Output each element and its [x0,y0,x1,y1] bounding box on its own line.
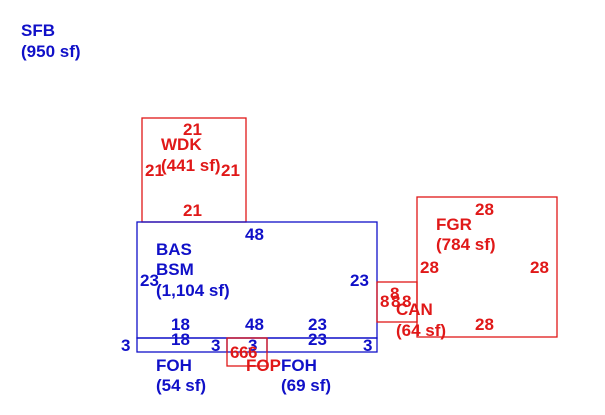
can-dim-right: 8 [402,292,411,311]
bas-dim-bottom-left: 18 [171,315,190,334]
fop-code: FOP [246,356,281,375]
fgr-area: (784 sf) [436,235,496,254]
fgr-dim-bottom: 28 [475,315,494,334]
fgr-dim-top: 28 [475,200,494,219]
can-dim-top: 8 [390,284,399,303]
wdk-area: (441 sf) [161,156,221,175]
bas-area: (1,104 sf) [156,281,230,300]
fgr-code: FGR [436,215,472,234]
wdk-code: WDK [161,135,202,154]
sfb-code: SFB [21,21,55,40]
bas-dim-top: 48 [245,225,264,244]
foh-left-dim-right: 3 [211,336,220,355]
bas-dim-left: 23 [140,271,159,290]
fop-outline [226,337,268,367]
fop-dim-3: 6 [248,343,257,362]
can-dim-mid: 8 [391,292,400,311]
wdk-dim-bottom: 21 [183,201,202,220]
bas-dim-bottom-right: 23 [308,315,327,334]
bas-dim-right: 23 [350,271,369,290]
can-code: CAN [396,300,433,319]
can-dim-left: 8 [380,292,389,311]
can-area: (64 sf) [396,321,446,340]
foh-left-code: FOH [156,356,192,375]
foh-left-dim-top: 18 [171,330,190,349]
foh-right-dim-right: 3 [363,336,372,355]
fgr-dim-right: 28 [530,258,549,277]
fop-dim-1: 6 [230,343,239,362]
foh-right-code: FOH [281,356,317,375]
wdk-dim-left: 21 [145,161,164,180]
fgr-dim-left: 28 [420,258,439,277]
foh-right-area: (69 sf) [281,376,331,395]
bas-dim-bottom-mid: 48 [245,315,264,334]
fop-dim-2: 6 [239,343,248,362]
foh-right-dim-top: 23 [308,330,327,349]
foh-right-dim-mid: 3 [248,336,257,355]
fgr-outline [416,196,558,338]
foh-left-dim-left: 3 [121,336,130,355]
wdk-dim-right: 21 [221,161,240,180]
foh-left-area: (54 sf) [156,376,206,395]
wdk-dim-top: 21 [183,120,202,139]
bas-code: BAS [156,240,192,259]
sfb-area: (950 sf) [21,42,81,61]
bsm-code: BSM [156,260,194,279]
